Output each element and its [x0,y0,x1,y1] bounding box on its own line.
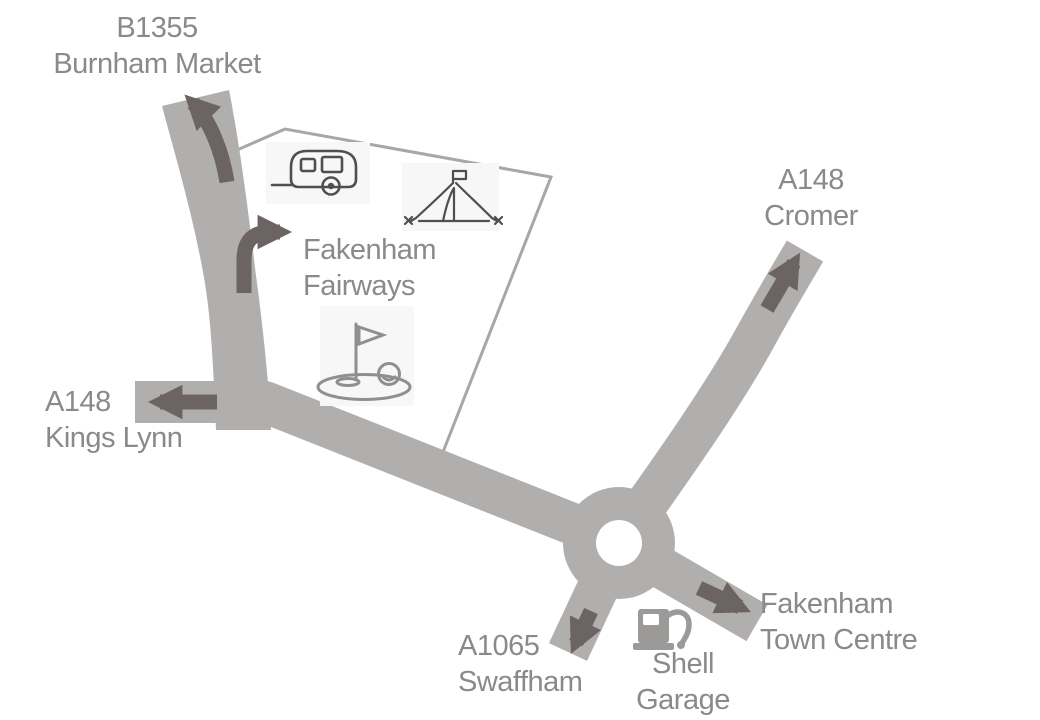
label-shell-garage: Shell Garage [590,646,776,718]
road-number: A1065 [458,630,540,662]
label-cromer: A148 Cromer [700,162,922,234]
garage-name-line2: Garage [636,684,730,716]
place-name: Burnham Market [53,48,261,80]
road-number: B1355 [116,12,198,44]
road-a148-kings-lynn [135,381,626,562]
road-number: A148 [778,164,844,196]
tent-icon [402,163,504,231]
place-name: Swaffham [458,666,583,698]
label-swaffham: A1065 Swaffham [458,628,583,700]
arrow-swaffham-icon [569,607,602,654]
label-town-centre: Fakenham Town Centre [760,586,918,658]
road-number: A148 [45,386,111,418]
caravan-icon [266,142,370,204]
garage-name-line1: Shell [652,648,715,680]
road-b1355 [162,90,271,430]
label-burnham-market: B1355 Burnham Market [17,10,297,82]
place-name: Cromer [764,200,858,232]
roundabout-island [596,520,642,566]
label-fakenham-fairways: Fakenham Fairways [303,232,437,304]
arrow-burnham-icon [184,94,235,184]
place-name: Kings Lynn [45,422,183,454]
arrow-turn-into-site-icon [236,214,293,293]
place-name-line1: Fakenham [760,588,894,620]
arrow-town-centre-icon [695,581,751,614]
place-name-line2: Town Centre [760,624,918,656]
arrow-cromer-icon [760,252,801,313]
site-name-line2: Fairways [303,270,416,302]
site-boundary [236,127,554,453]
golf-green-icon [316,306,414,406]
site-name-line1: Fakenham [303,234,437,266]
label-kings-lynn: A148 Kings Lynn [45,384,183,456]
fuel-pump-icon [633,609,692,650]
